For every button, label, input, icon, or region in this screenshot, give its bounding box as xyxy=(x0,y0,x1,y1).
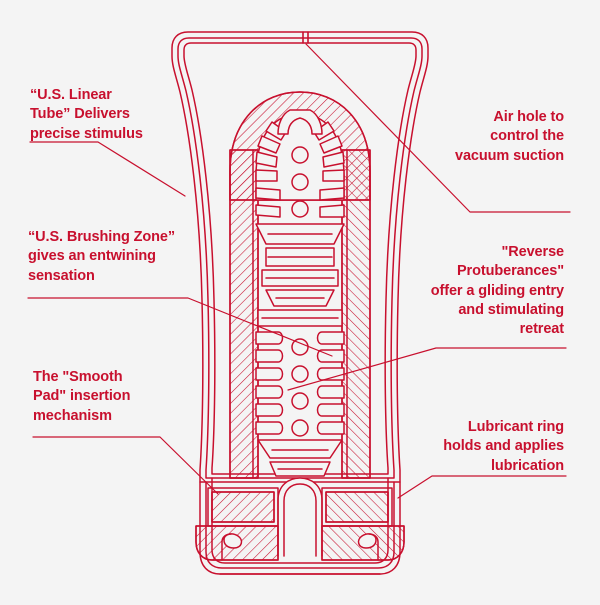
leader-lines xyxy=(27,43,571,499)
brushing-rows-lower xyxy=(255,331,345,435)
outer-shell xyxy=(171,31,429,483)
callout-brushing-zone: “U.S. Brushing Zone” gives an entwining … xyxy=(28,228,200,286)
callout-line: Air hole to xyxy=(493,109,564,125)
callout-line: "Reverse xyxy=(501,244,564,260)
callout-line: control the xyxy=(490,128,564,145)
callout-line: “U.S. Linear xyxy=(30,87,112,103)
center-bore-holes xyxy=(291,146,309,437)
callout-linear-tube: “U.S. Linear Tube” Delivers precise stim… xyxy=(30,86,190,144)
callout-lubricant-ring: Lubricant ring holds and applies lubrica… xyxy=(388,418,564,476)
brushing-zone-fingers xyxy=(255,109,345,182)
callout-line: Protuberances" xyxy=(456,263,564,280)
callout-smooth-pad: The "Smooth Pad" insertion mechanism xyxy=(33,368,193,426)
leader-air-hole xyxy=(305,43,571,213)
smooth-pad-funnel xyxy=(257,439,343,477)
protuberance-detail-lines xyxy=(261,233,339,319)
callout-line: gives an entwining xyxy=(28,248,156,265)
reverse-protuberances xyxy=(255,223,345,327)
drawing-lines xyxy=(27,31,571,575)
base-skirt xyxy=(199,477,401,575)
callout-line: mechanism xyxy=(33,407,112,424)
callout-line: sensation xyxy=(28,267,95,284)
leader-brushing-zone xyxy=(27,297,333,357)
callout-line: and stimulating xyxy=(458,301,564,318)
callout-line: retreat xyxy=(519,321,565,338)
leader-lubricant-ring xyxy=(397,475,567,499)
leader-reverse-protuberances xyxy=(287,347,567,391)
callout-line: vacuum suction xyxy=(455,147,564,164)
callout-line: offer a gliding entry xyxy=(430,282,564,299)
base-opening xyxy=(277,477,323,557)
base-body xyxy=(195,525,405,561)
callout-reverse-protuberances: "Reverse Protuberances" offer a gliding … xyxy=(388,243,564,339)
callout-line: precise stimulus xyxy=(30,125,143,142)
callout-line: lubrication xyxy=(490,457,564,474)
leader-linear-tube xyxy=(29,141,186,197)
callout-line: “U.S. Brushing Zone” xyxy=(28,229,176,245)
callout-line: Lubricant ring xyxy=(467,419,564,435)
brushing-rows-upper xyxy=(255,187,345,218)
callout-air-hole: Air hole to control the vacuum suction xyxy=(394,108,564,166)
callout-line: The "Smooth xyxy=(33,369,123,385)
air-hole-detail xyxy=(302,31,309,44)
leader-smooth-pad xyxy=(32,436,219,495)
callout-line: holds and applies xyxy=(443,438,564,455)
callout-line: Pad" insertion xyxy=(33,388,131,405)
callout-line: Tube” Delivers xyxy=(30,106,130,123)
